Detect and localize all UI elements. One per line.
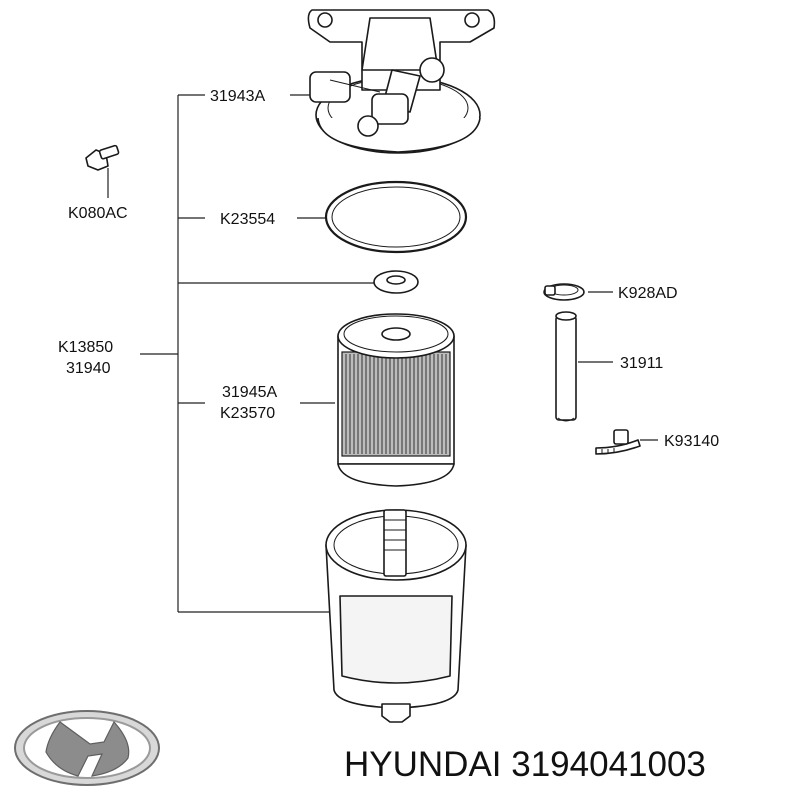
label-hose: 31911 [620,355,663,372]
label-element-line2: K23570 [220,405,275,422]
filter-element-part [337,313,455,487]
hose-clamp-top-part [543,283,585,301]
o-ring-gasket-part [324,180,468,254]
label-assembly-line1: K13850 [58,339,113,356]
leader-lines [107,94,658,613]
hyundai-logo-icon [14,710,160,786]
label-clamp-bottom: K93140 [664,433,719,450]
label-assembly-line2: 31940 [66,360,111,377]
bolt-part [85,144,120,171]
label-housing: 31943A [210,88,265,105]
label-gasket: K23554 [220,211,275,228]
filter-pleats [345,354,447,454]
label-bolt: K080AC [68,205,128,222]
filter-housing-part [307,9,496,154]
label-element-line1: 31945A [222,384,277,401]
filter-bowl-part [325,509,467,723]
hose-clamp-bottom-part [595,429,641,455]
washer-part [373,270,419,294]
brand-part-number: HYUNDAI 3194041003 [344,745,706,784]
fuel-hose-part [555,311,577,422]
label-clamp-top: K928AD [618,285,678,302]
